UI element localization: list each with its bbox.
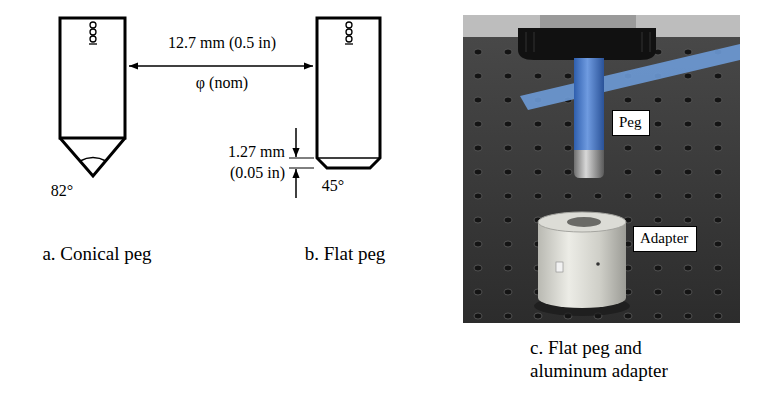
lens-collar — [518, 28, 656, 60]
dimension-text: φ (nom) — [196, 74, 248, 91]
table-holes — [463, 15, 740, 323]
label-box: Adapter — [633, 226, 697, 252]
dimension-text: 45° — [322, 177, 344, 194]
dimension-arrow — [129, 65, 313, 67]
extension-lines — [289, 158, 314, 168]
sub-caption: c. Flat peg and aluminum adapter — [530, 337, 695, 383]
thread-symbol — [345, 22, 353, 44]
peg-body — [60, 18, 125, 138]
part-name: Peg — [619, 114, 643, 131]
optical-table — [463, 15, 740, 323]
adapter-bore — [567, 217, 601, 227]
peg-cone — [60, 138, 125, 176]
dimension-label: 82° — [51, 181, 73, 200]
caption-text: b. Flat peg — [305, 243, 386, 264]
flat-peg — [317, 18, 380, 168]
chamfer-line — [317, 157, 380, 159]
collar-knurl — [526, 32, 650, 52]
dimension-label: φ (nom) — [196, 73, 248, 92]
dimension-text: 12.7 mm (0.5 in) — [168, 34, 276, 51]
dimension-label: 1.27 mm — [228, 142, 285, 161]
caption-text: c. Flat peg and aluminum adapter — [530, 337, 668, 381]
blue-peg — [574, 58, 604, 152]
part-name: Adapter — [640, 230, 690, 247]
label-box: Peg — [612, 110, 650, 136]
dimension-text: 82° — [51, 182, 73, 199]
adapter-top — [538, 212, 626, 232]
dimension-label: 45° — [322, 176, 344, 195]
adapter-body — [538, 222, 626, 308]
thread-symbol — [89, 22, 97, 44]
photo — [463, 15, 740, 323]
sub-caption: b. Flat peg — [305, 243, 386, 266]
conical-peg — [60, 18, 125, 176]
dimension-arrow — [295, 128, 297, 157]
set-screw — [596, 262, 600, 266]
peg-body — [317, 18, 380, 168]
adapter-tag — [556, 262, 563, 272]
instrument-body — [540, 15, 636, 29]
dimension-label: (0.05 in) — [230, 163, 285, 182]
sub-caption: a. Conical peg — [42, 243, 151, 266]
caption-text: a. Conical peg — [42, 243, 151, 264]
angle-arc — [80, 158, 106, 162]
peg-tip — [574, 150, 604, 178]
dimension-arrow — [295, 169, 297, 198]
dimension-label: 12.7 mm (0.5 in) — [168, 33, 276, 52]
dimension-text: 1.27 mm — [228, 143, 285, 160]
dimension-text: (0.05 in) — [230, 164, 285, 181]
